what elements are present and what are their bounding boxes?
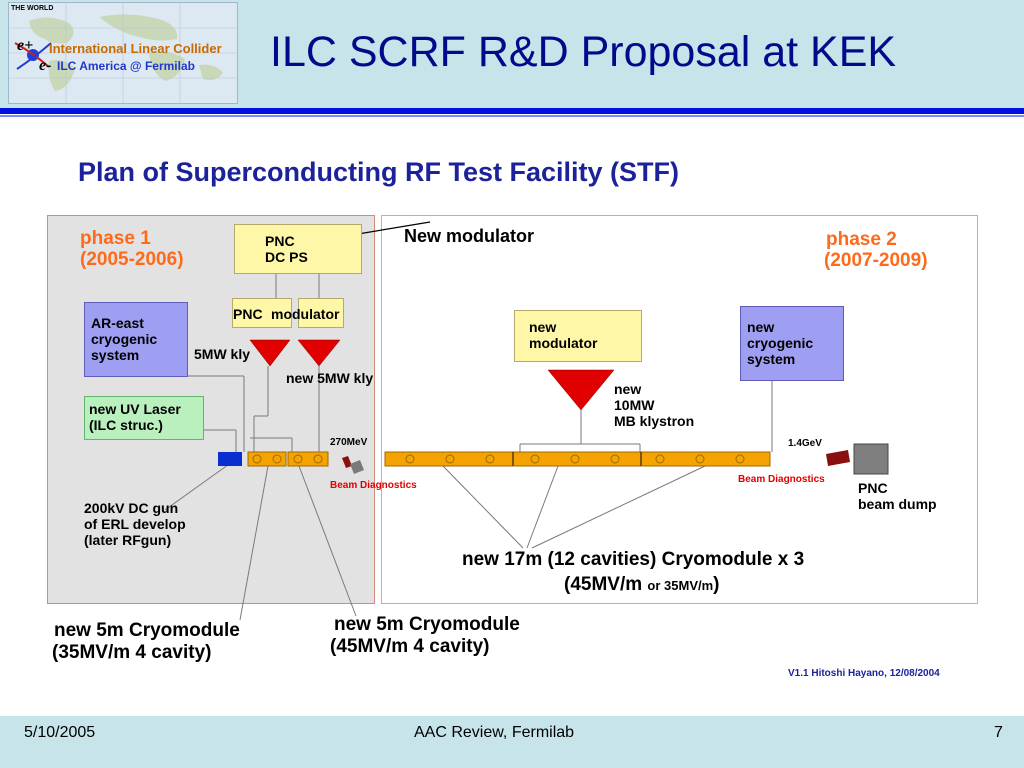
klystron-5mw-icon [249, 339, 291, 367]
uv-laser-box: new UV Laser (ILC struc.) [84, 396, 204, 440]
kly-5mw-label: 5MW kly [194, 346, 251, 362]
ilc-logo: THE WORLD e+ e- International Linear Col… [8, 2, 238, 104]
bd-left-device-icon [350, 460, 364, 474]
logo-eplus: e+ [17, 37, 34, 54]
new-5mw-kly-label: new 5MW kly [286, 370, 374, 386]
klystron-line1: new [614, 381, 642, 397]
new-modulator-box-line2: modulator [529, 335, 598, 351]
cavity-markers-17m [405, 454, 745, 464]
phase2-years: (2007-2009) [824, 250, 928, 271]
connector-lines [164, 274, 773, 621]
header-divider-thin [0, 115, 1024, 117]
ar-east-line3: system [91, 347, 140, 363]
cryomodule-5m-a [247, 451, 287, 467]
pnc-modulator-label-left: PNC [233, 306, 263, 322]
beam-diagnostics-left: Beam Diagnostics [330, 480, 417, 491]
cryomodule-5m-b-line1: new 5m Cryomodule [334, 614, 520, 635]
bd-left-icon [342, 456, 352, 468]
new-cryo-system-box: new cryogenic system [740, 306, 844, 381]
dc-gun-label: 200kV DC gun of ERL develop (later RFgun… [84, 500, 186, 548]
phase2-panel [381, 215, 978, 604]
cryomodule-17m [384, 451, 771, 467]
bd-right-icon [826, 450, 850, 466]
klystron-line3: MB klystron [614, 413, 695, 429]
uv-laser-line2: (ILC struc.) [89, 417, 163, 433]
new-modulator-box-line1: new [529, 319, 557, 335]
new-cryo-line1: new [747, 319, 775, 335]
pnc-dc-ps-box: PNC DC PS [234, 224, 362, 274]
dc-gun-line1: 200kV DC gun [84, 500, 179, 516]
pnc-dc-ps-line2: DC PS [265, 249, 308, 265]
uv-laser-line1: new UV Laser [89, 401, 181, 417]
klystron-line2: 10MW [614, 397, 655, 413]
world-map-graphic [9, 3, 237, 103]
dc-gun-line3: (later RFgun) [84, 532, 172, 548]
klystron-10mw-icon [547, 369, 615, 411]
ar-east-cryo-box: AR-east cryogenic system [84, 302, 188, 377]
logo-eminus: e- [39, 57, 52, 74]
phase2-label: phase 2 [826, 229, 897, 250]
new-modulator-box: new modulator [514, 310, 642, 362]
beam-dump-line1: PNC [858, 480, 888, 496]
new-cryo-line3: system [747, 351, 796, 367]
klystron-new-5mw-icon [297, 339, 341, 367]
cryomodule-17m-line2-small: or 35MV/m [647, 578, 714, 593]
new-cryo-line2: cryogenic [747, 335, 814, 351]
beam-dump-icon [853, 443, 889, 475]
pnc-modulator-box-right [298, 298, 344, 328]
page-number: 7 [994, 724, 1003, 741]
version-note: V1.1 Hitoshi Hayano, 12/08/2004 [788, 668, 940, 679]
dc-gun-icon [218, 452, 242, 466]
logo-line1: International Linear Collider [49, 41, 222, 56]
cryomodule-5m-a-line1: new 5m Cryomodule [54, 620, 240, 641]
logo-line2: ILC America @ Fermilab [57, 59, 195, 73]
cryomodule-5m-a-line2: (35MV/m 4 cavity) [52, 642, 212, 663]
logo-map-caption: THE WORLD [11, 5, 54, 12]
cryomodule-17m-line2-end: ) [713, 574, 720, 595]
header-divider [0, 108, 1024, 114]
footer-band [0, 716, 1024, 768]
ar-east-line2: cryogenic [91, 331, 158, 347]
dc-gun-line2: of ERL develop [84, 516, 186, 532]
footer-date: 5/10/2005 [24, 724, 96, 741]
phase1-label: phase 1 [80, 228, 151, 249]
ar-east-line1: AR-east [91, 315, 144, 331]
pnc-modulator-label-right: modulator [271, 306, 340, 322]
energy-270mev: 270MeV [330, 437, 368, 448]
beam-dump-label: PNC beam dump [858, 480, 937, 512]
cryomodule-17m-dividers [512, 452, 642, 466]
pnc-modulator-box-left [232, 298, 292, 328]
cryomodule-17m-line2-main: (45MV/m [564, 574, 648, 595]
cryomodule-17m-line1: new 17m (12 cavities) Cryomodule x 3 [462, 549, 805, 570]
beam-dump-line2: beam dump [858, 496, 937, 512]
cryomodule-17m-line2: (45MV/m or 35MV/m) [564, 574, 720, 596]
cavity-markers-5m [252, 454, 323, 464]
slide-title: ILC SCRF R&D Proposal at KEK [270, 28, 897, 76]
phase1-years: (2005-2006) [80, 249, 184, 270]
diagram-title: Plan of Superconducting RF Test Facility… [78, 157, 680, 187]
beam-diagnostics-right: Beam Diagnostics [738, 474, 825, 485]
energy-1-4gev: 1.4GeV [788, 438, 822, 449]
cryomodule-5m-b-line2: (45MV/m 4 cavity) [330, 636, 490, 657]
footer-event: AAC Review, Fermilab [414, 724, 575, 741]
pnc-dc-ps-line1: PNC [265, 233, 295, 249]
klystron-10mw-label: new 10MW MB klystron [614, 381, 694, 429]
new-modulator-callout: New modulator [404, 226, 535, 246]
